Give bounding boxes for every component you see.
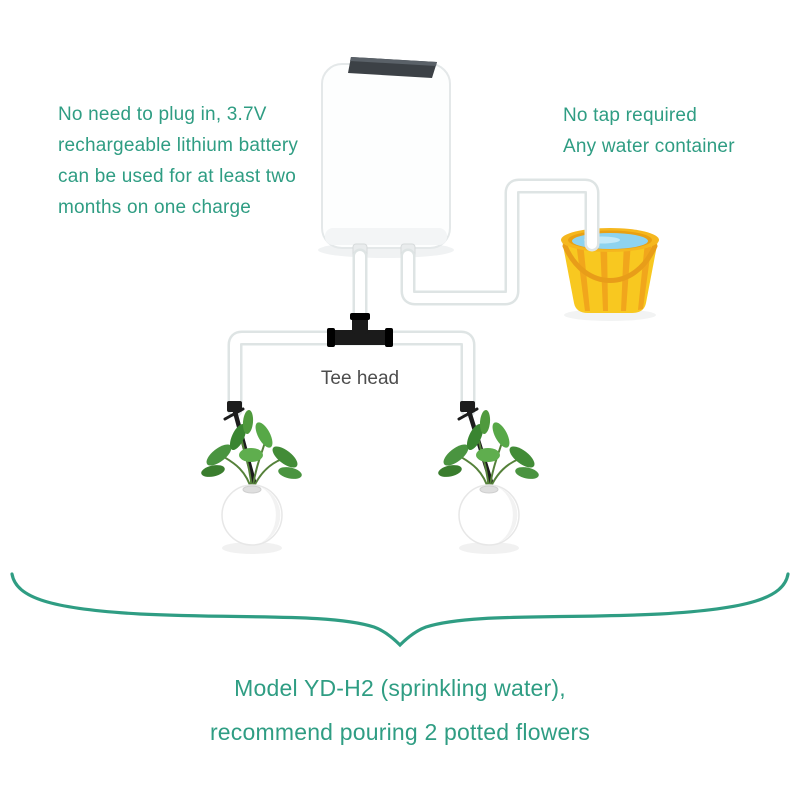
curly-brace-decoration [10, 572, 790, 648]
model-caption-line-2: recommend pouring 2 potted flowers [209, 719, 591, 745]
potted-plant-left [199, 408, 304, 555]
battery-note-line-2: rechargeable lithium battery [58, 135, 299, 156]
model-caption-line-1: Model YD-H2 (sprinkling water), [234, 675, 566, 701]
bucket-handle [562, 243, 658, 283]
container-note: No tap required Any water container [563, 100, 735, 162]
model-caption: Model YD-H2 (sprinkling water), recommen… [0, 666, 800, 754]
potted-plant-right [436, 408, 541, 555]
battery-note: No need to plug in, 3.7V rechargeable li… [58, 99, 298, 223]
water-bucket-icon [561, 228, 659, 321]
battery-note-line-4: months on one charge [58, 197, 252, 218]
battery-note-line-1: No need to plug in, 3.7V [58, 104, 267, 125]
supply-tube [400, 178, 600, 306]
device-body [321, 63, 451, 249]
container-note-line-1: No tap required [563, 105, 697, 126]
device-base-band [325, 228, 447, 245]
tee-head-label: Tee head [320, 368, 400, 389]
pump-device [318, 57, 454, 263]
container-note-line-2: Any water container [563, 136, 735, 157]
device-top-panel-highlight [350, 57, 437, 66]
tee-connector-icon [327, 313, 393, 347]
drip-stake-left [223, 401, 257, 485]
battery-note-line-3: can be used for at least two [58, 166, 296, 187]
